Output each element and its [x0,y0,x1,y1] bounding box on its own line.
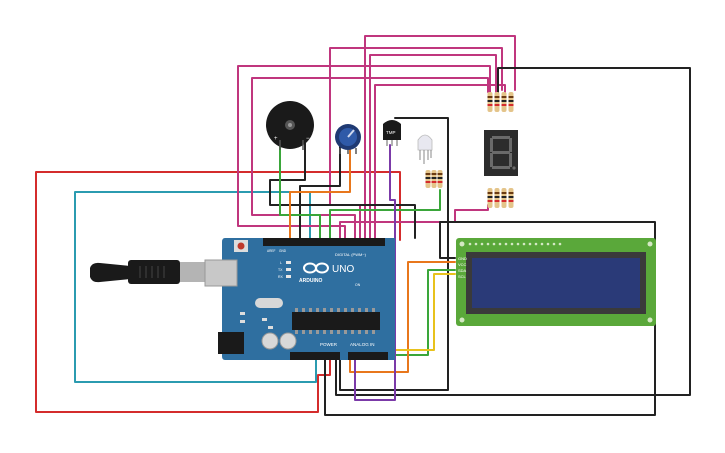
wire-magenta-5 [369,54,497,239]
wire-green-buzzer [279,139,321,239]
usb-cable [90,260,208,284]
wire-black-right-loop [335,67,691,396]
wire-orange-pot [289,149,351,239]
wire-teal-loop [74,191,317,383]
lcd-pin-vcc: VCC [458,262,467,267]
aref-label: AREF [267,249,276,253]
wire-orange-lcd [349,261,456,373]
wire-green-led [329,189,441,239]
lcd-pin-gnd: GND [458,256,467,261]
arduino-model: UNO [332,264,354,275]
lcd-module: GND VCC SDA SCL [456,238,656,326]
wire-magenta-2 [251,77,489,239]
rx-label: RX [278,275,284,279]
arduino-logo [303,262,329,274]
wire-green-lcd [389,269,456,356]
analog-header-label: ANALOG IN [350,342,375,347]
segment-resistors-bottom [487,188,514,208]
gnd-label: GND [279,249,287,253]
l-label: L [280,261,282,265]
segment-resistors-top [487,92,514,112]
buzzer-minus-label: − [306,136,310,142]
wire-black-top [339,117,449,391]
arduino-brand: ARDUINO [299,278,322,284]
wire-magenta-7 [339,204,489,239]
power-header-label: POWER [320,342,338,347]
lcd-pin-sda: SDA [458,268,467,273]
wire-yellow-lcd [384,273,456,351]
wire-black-lcd [324,221,656,416]
tmp-label: TMP [386,130,396,135]
wire-magenta-6 [374,84,506,239]
led-resistors [425,170,443,188]
wire-magenta-4 [364,35,516,239]
on-label: ON [355,283,361,287]
wire-magenta-1 [237,65,491,239]
digital-header-label: DIGITAL (PWM~) [335,252,367,257]
seven-segment-display [484,130,518,176]
potentiometer[interactable] [335,124,361,154]
wire-black-pot [299,144,341,239]
rgb-led [417,134,433,164]
piezo-buzzer: + − [266,101,314,150]
wires [35,35,691,416]
lcd-pin-scl: SCL [458,274,467,279]
wire-black-buzzer [269,139,416,239]
arduino-uno-board: ARDUINO UNO DIGITAL (PWM~) POWER ANALOG … [204,238,395,360]
buzzer-plus-label: + [274,136,278,142]
temperature-sensor: TMP [383,120,401,146]
tx-label: TX [278,268,283,272]
